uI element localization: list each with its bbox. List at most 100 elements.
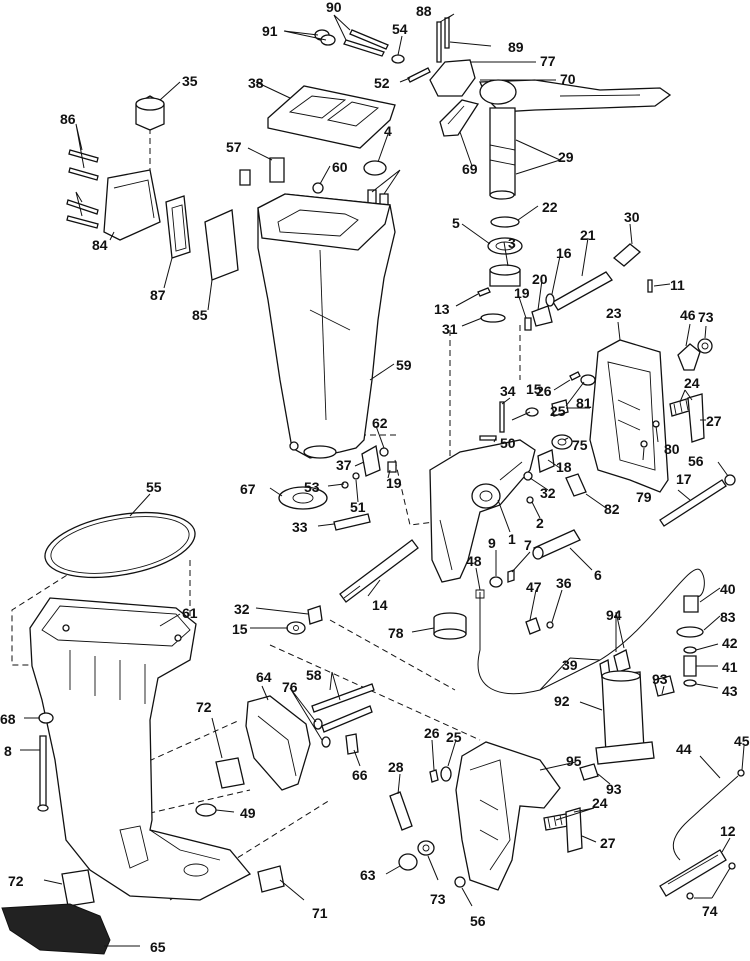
part-25-washer [580,374,596,386]
callout-68: 68 [0,711,16,727]
callout-19-mid: 19 [386,475,402,491]
part-12-anode [659,849,727,897]
part-58-bolts [311,683,375,733]
part-27-handle [687,393,705,443]
callout-17: 17 [676,471,692,487]
callout-4: 4 [384,123,392,139]
part-15-washer-left [286,621,306,635]
callout-91: 91 [262,23,278,39]
callout-67: 67 [240,481,256,497]
part-60-nut [312,182,324,194]
callout-70: 70 [560,71,576,87]
callout-56-top: 56 [688,453,704,469]
callout-26-lower: 26 [424,725,440,741]
part-8-bolt [37,735,49,812]
part-15-washer [525,407,539,417]
part-19-pin-left [387,461,397,473]
callout-3: 3 [508,235,516,251]
part-95-stern-bracket [455,741,561,891]
callout-89: 89 [508,39,524,55]
callout-6: 6 [594,567,602,583]
part-93-bushing-lower [579,763,599,781]
part-86-bolts [66,149,99,229]
callout-52: 52 [374,75,390,91]
part-35-rubber-boot [135,95,165,131]
callout-24-lower: 24 [592,795,608,811]
part-20-bracket [531,305,553,327]
callout-74: 74 [702,903,718,919]
callout-48: 48 [466,553,482,569]
callout-24-top: 24 [684,375,700,391]
callout-9: 9 [488,535,496,551]
part-76-washers [313,718,331,748]
part-16-washer [545,293,555,307]
part-79-washer [640,440,648,448]
part-78-bushing [433,612,467,640]
callout-27-top: 27 [706,413,722,429]
part-57-screws [239,157,389,211]
part-74-screws [686,862,736,900]
callout-80: 80 [664,441,680,457]
callout-33: 33 [292,519,308,535]
callout-94: 94 [606,607,622,623]
callout-26-top: 26 [536,383,552,399]
callout-43: 43 [722,683,738,699]
part-83-seal [676,626,704,638]
part-40-fitting [683,595,699,613]
callout-84: 84 [92,237,108,253]
part-68-washer [38,712,54,724]
callout-51: 51 [350,499,366,515]
callout-78: 78 [388,625,404,641]
part-65-fairing [1,903,111,955]
callout-13: 13 [434,301,450,317]
part-14-tilt-shaft [339,539,419,603]
part-13-screw [477,287,491,297]
part-24-pin-lower [543,813,569,831]
callout-71: 71 [312,905,328,921]
part-71-block [257,865,285,893]
part-47-clip [525,617,541,635]
callout-49: 49 [240,805,256,821]
part-54-washer [391,54,405,64]
callout-60: 60 [332,159,348,175]
callout-62: 62 [372,415,388,431]
part-19-pin [524,317,532,331]
callout-77: 77 [540,53,556,69]
callout-72-top: 72 [196,699,212,715]
part-30-handle [612,243,642,267]
callout-50: 50 [500,435,516,451]
callout-88: 88 [416,3,432,19]
callout-69: 69 [462,161,478,177]
callout-46: 46 [680,307,696,323]
part-70-steering-arm [429,59,672,113]
part-62-bolt [379,447,389,457]
callout-61: 61 [182,605,198,621]
callout-35: 35 [182,73,198,89]
part-38-gasket [267,85,396,149]
callout-65: 65 [150,939,166,955]
part-9-washer [489,576,503,588]
callout-47: 47 [526,579,542,595]
part-75-washer [551,434,573,450]
callout-5: 5 [452,215,460,231]
part-4-bushing [363,160,387,176]
leader-lines [20,13,745,947]
callout-11: 11 [670,277,685,293]
part-81-plate [551,399,569,417]
part-59-exhaust-housing [257,193,396,459]
part-6-sleeve [532,529,581,560]
part-82-plate [565,473,587,497]
callout-7: 7 [524,537,532,553]
part-90-bolts [343,29,389,57]
callout-85: 85 [192,307,208,323]
part-52-screw [407,67,431,83]
part-49-cap [195,803,217,817]
callout-76: 76 [282,679,298,695]
callout-64: 64 [256,669,272,685]
part-33-tube [333,513,371,531]
callout-66: 66 [352,767,368,783]
callout-44: 44 [676,741,692,757]
part-46-lever [677,343,701,371]
